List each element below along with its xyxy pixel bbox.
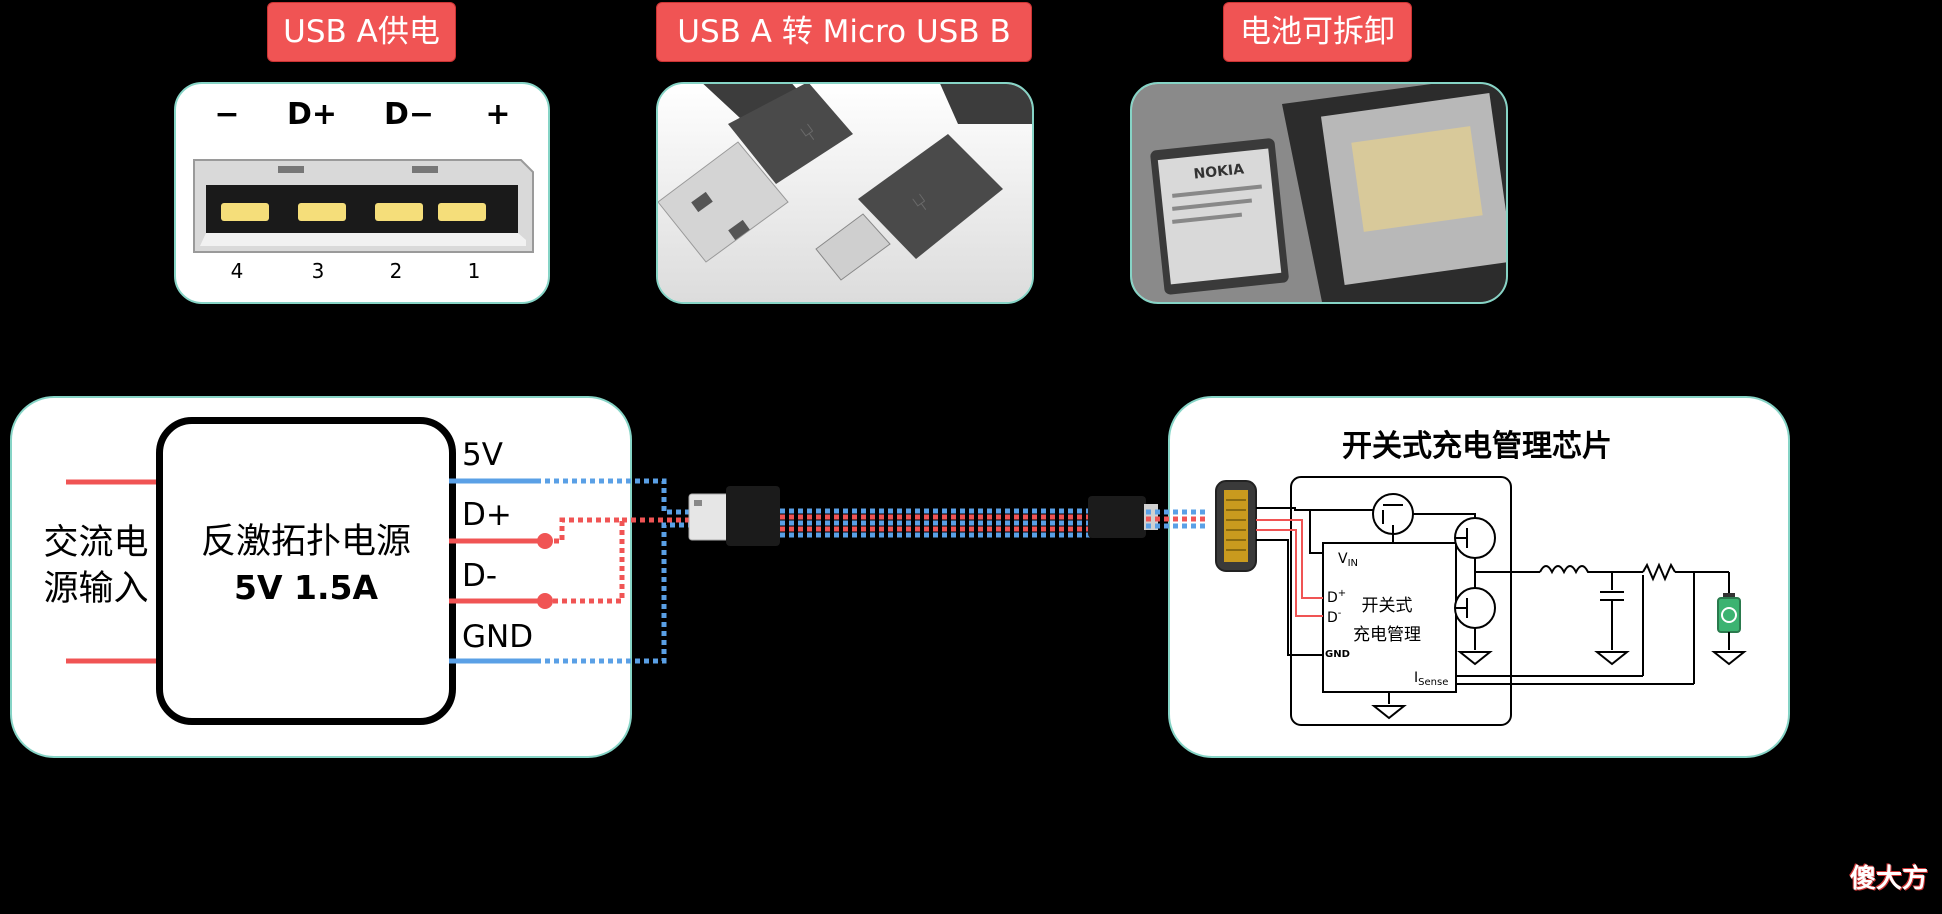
pin-dplus-chip-label: D+ bbox=[1327, 588, 1346, 606]
usb-a-metal bbox=[658, 141, 789, 263]
psu-topology: 反激拓扑电源 bbox=[200, 522, 411, 562]
battery-brand: NOKIA bbox=[1193, 161, 1245, 182]
tag-battery: 电池可拆卸 bbox=[1223, 2, 1412, 62]
usb-contact bbox=[375, 203, 423, 221]
pin-label: − bbox=[214, 97, 239, 132]
usb-hole bbox=[412, 166, 438, 173]
pin-vin-label: VIN bbox=[1338, 551, 1358, 569]
usb-pinout-image: − D+ D− + 4 3 2 1 bbox=[174, 82, 550, 304]
micro-usb-metal bbox=[815, 213, 891, 281]
pin-dminus-chip-label: D- bbox=[1327, 608, 1342, 626]
pin-label: D+ bbox=[287, 97, 337, 132]
ground-symbol bbox=[1594, 651, 1630, 666]
battery-phone-illustration: NOKIA bbox=[1132, 84, 1506, 302]
flyback-psu-box bbox=[156, 417, 456, 725]
ground-symbol bbox=[1371, 705, 1407, 720]
usb-contact bbox=[221, 203, 269, 221]
ground-symbol bbox=[1457, 651, 1493, 666]
chip-name-line2: 充电管理 bbox=[1353, 625, 1421, 645]
cable-cord bbox=[940, 84, 1032, 124]
sense-resistor bbox=[1642, 562, 1676, 582]
inductor bbox=[1539, 565, 1612, 575]
charger-chip-panel bbox=[1168, 396, 1790, 758]
ac-input-label: 交流电 源输入 bbox=[43, 523, 149, 609]
conn-dplus bbox=[1256, 519, 1323, 599]
usb-cable-image: ⑂ ⑂ bbox=[656, 82, 1034, 304]
usb-tongue bbox=[200, 233, 526, 246]
wire-5v-dotted bbox=[536, 478, 700, 515]
cable-stripes-end bbox=[1146, 509, 1208, 529]
tag-cable: USB A 转 Micro USB B bbox=[656, 2, 1032, 62]
pin-number: 2 bbox=[390, 259, 403, 283]
psu-label: 反激拓扑电源 5V 1.5A bbox=[163, 518, 449, 610]
pin-number: 3 bbox=[312, 259, 325, 283]
mosfet-high-side bbox=[1454, 517, 1496, 559]
usb-a-window bbox=[728, 219, 750, 241]
pin-dminus-label: D- bbox=[462, 558, 498, 594]
chip-name-line1: 开关式 bbox=[1362, 596, 1413, 616]
pin-gnd-label: GND bbox=[462, 619, 534, 655]
mosfet-top bbox=[1372, 493, 1476, 543]
usb-a-window bbox=[691, 191, 713, 213]
charger-ic-core bbox=[1322, 542, 1457, 693]
micro-usb-receptacle bbox=[1215, 480, 1257, 572]
pin-number: 4 bbox=[231, 259, 244, 283]
conn-dminus bbox=[1256, 529, 1323, 617]
usb-hole bbox=[278, 166, 304, 173]
micro-usb-body bbox=[858, 134, 1003, 259]
usb-a-plug-body bbox=[728, 84, 853, 184]
watermark: 傻大方 bbox=[1850, 864, 1929, 894]
usb-contact bbox=[298, 203, 346, 221]
conn-vin bbox=[1309, 510, 1323, 554]
pin-gnd-chip-label: GND bbox=[1325, 649, 1350, 660]
ground-symbol bbox=[1711, 651, 1747, 666]
wire-gnd-dotted bbox=[536, 522, 700, 664]
tag-usb-a-power: USB A供电 bbox=[267, 2, 456, 62]
pin-isense-label: ISense bbox=[1414, 670, 1448, 688]
sim-slot bbox=[1351, 126, 1483, 232]
pin-number: 1 bbox=[468, 259, 481, 283]
usb-contact bbox=[438, 203, 486, 221]
battery-text-line bbox=[1172, 184, 1262, 198]
mosfet-low-side bbox=[1454, 587, 1496, 650]
cable-stripes bbox=[780, 508, 1090, 538]
usb-cable-illustration: ⑂ ⑂ bbox=[658, 84, 1032, 302]
pin-dplus-label: D+ bbox=[462, 497, 512, 533]
battery-image: NOKIA bbox=[1130, 82, 1508, 304]
wire-d-short-dotted bbox=[545, 517, 625, 604]
conn-gnd bbox=[1256, 539, 1323, 656]
pin-label: + bbox=[485, 97, 510, 132]
battery-text-line bbox=[1172, 212, 1243, 224]
usb-a-plug bbox=[688, 486, 780, 546]
battery-icon bbox=[1717, 593, 1741, 650]
usb-a-connector-illustration: − D+ D− + 4 3 2 1 bbox=[193, 97, 534, 283]
pin-label: D− bbox=[384, 97, 434, 132]
charger-ic-outline bbox=[1290, 476, 1512, 726]
pin-5v-label: 5V bbox=[462, 437, 503, 473]
battery-text-line bbox=[1172, 198, 1253, 211]
charger-title: 开关式充电管理芯片 bbox=[1342, 429, 1612, 464]
psu-rating: 5V 1.5A bbox=[234, 568, 378, 607]
